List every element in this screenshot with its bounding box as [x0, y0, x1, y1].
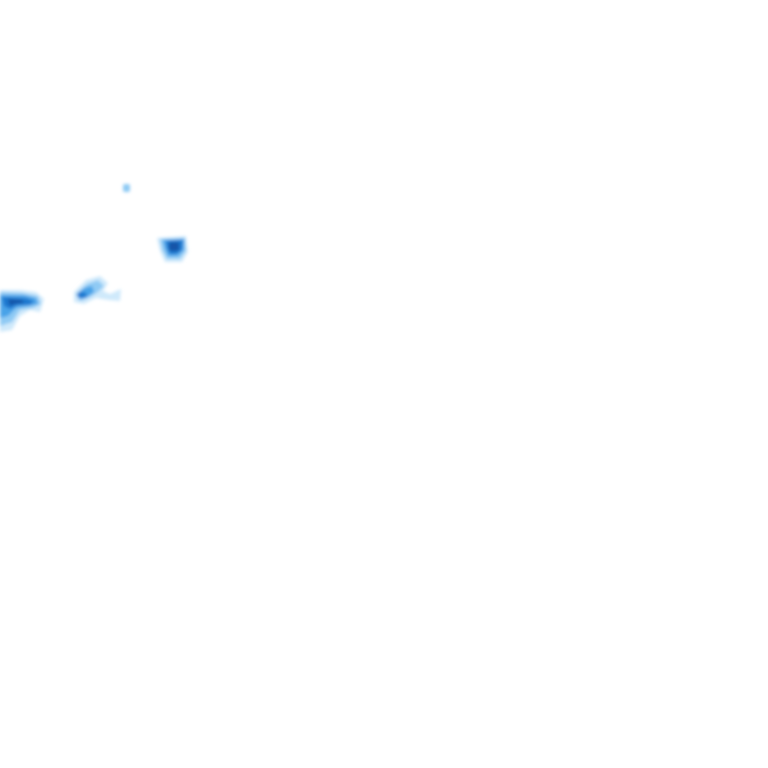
- precip-cell-tiny: [123, 184, 130, 192]
- precip-cell-left-edge: [0, 290, 44, 332]
- precipitation-layer: [0, 184, 188, 332]
- precip-cell-mid: [74, 276, 121, 304]
- precip-cell-square: [157, 236, 188, 262]
